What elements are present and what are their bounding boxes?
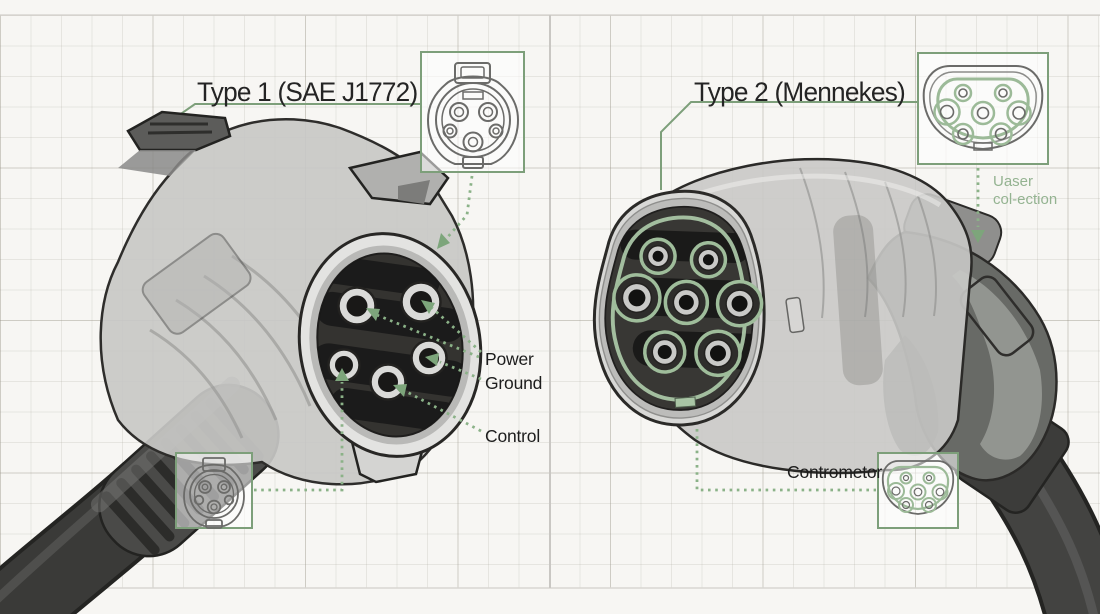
leader-ground — [439, 360, 482, 381]
type2-bottom-inset-box — [877, 452, 959, 529]
type2-pins — [612, 237, 764, 378]
type1-latch-lever — [118, 110, 232, 176]
type2-housing-ribs — [799, 167, 937, 319]
type1-inner-window — [141, 232, 252, 335]
pin-label-power: Power — [485, 349, 534, 369]
type1-face — [297, 232, 483, 458]
arrow-power-b — [366, 308, 380, 321]
type1-plug-illustration — [0, 110, 483, 614]
type2-inset-caption: Uaser col-ection — [993, 173, 1057, 210]
leader-arrowheads — [335, 230, 985, 397]
arrow-power-a — [421, 300, 435, 314]
pin-label-ground: Ground — [485, 373, 543, 393]
pin-label-control: Control — [485, 426, 541, 446]
type2-title: Type 2 (Mennekes) — [694, 77, 906, 107]
type1-face-small-icon — [183, 457, 245, 529]
type2-handle-window — [959, 275, 1035, 357]
type1-face-icon — [426, 62, 520, 169]
arrow-to-type2-top — [971, 230, 985, 243]
arrow-type1-bottom — [335, 368, 349, 381]
type2-title-rule — [660, 101, 918, 190]
type2-inset-caption-line1: Uaser — [993, 173, 1034, 190]
type2-side-slot — [785, 296, 805, 334]
type2-gasket-notch — [674, 396, 697, 408]
leader-type2-bottom-inset — [695, 429, 876, 492]
type1-title: Type 1 (SAE J1772) — [197, 77, 418, 107]
arrow-to-type1-top — [437, 233, 450, 249]
leader-lines — [254, 168, 980, 492]
type2-face-icon — [922, 65, 1044, 151]
type2-face-small-icon — [881, 460, 955, 515]
type2-inset-caption-line2: col-ection — [993, 191, 1058, 209]
type2-bottom-label: Contrometor — [787, 462, 883, 482]
leader-type1-bottom-inset — [254, 382, 344, 492]
page-rules — [0, 14, 1100, 589]
arrow-ground — [425, 353, 439, 366]
type2-face — [583, 184, 774, 433]
type2-plug-illustration — [583, 157, 1100, 614]
arrow-control — [393, 384, 407, 397]
